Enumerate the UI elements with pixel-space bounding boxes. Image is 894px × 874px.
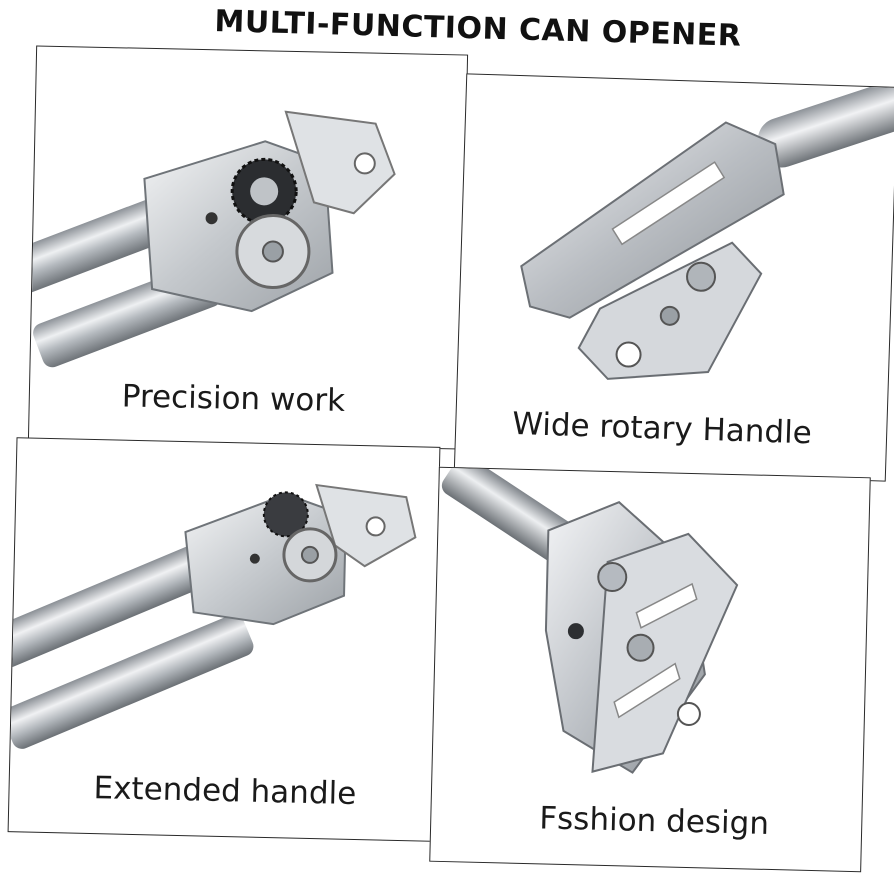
panel-extended-handle: Extended handle: [7, 437, 441, 842]
can-opener-extended-handle-photo: [10, 483, 417, 749]
panel-precision-work: Precision work: [27, 45, 469, 450]
panel-caption: Extended handle: [93, 770, 357, 813]
can-opener-gear-closeup-photo: [30, 110, 396, 368]
panel-fashion-design: Fsshion design: [429, 466, 871, 873]
panel-wide-rotary-handle: Wide rotary Handle: [453, 73, 894, 482]
can-opener-rotary-handle-photo: [520, 78, 894, 380]
page-title: MULTI-FUNCTION CAN OPENER: [214, 4, 742, 54]
panel-caption: Precision work: [121, 378, 346, 420]
panel-caption: Fsshion design: [538, 800, 770, 842]
can-opener-side-design-photo: [441, 467, 739, 774]
